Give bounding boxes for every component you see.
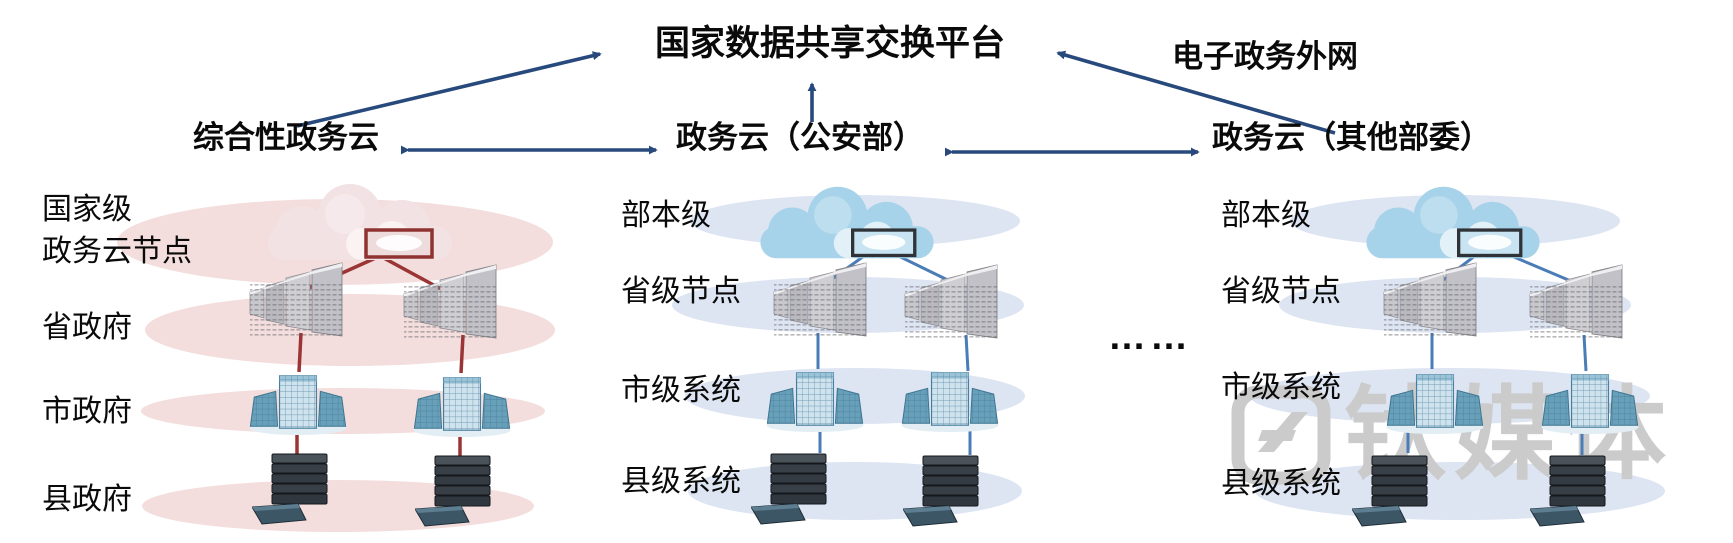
platform-arrows	[296, 50, 1336, 157]
building-server-icon	[412, 377, 512, 438]
middle-level2-label: 省级节点	[621, 275, 741, 308]
watermark-logo-icon	[1231, 385, 1331, 485]
right-cluster-title: 政务云（其他部委）	[1212, 120, 1491, 155]
mainframe-server-icon	[1383, 262, 1477, 337]
left-level1-label-line2: 政务云节点	[42, 235, 192, 268]
left-cluster-title: 综合性政务云	[193, 120, 379, 155]
ellipsis-more-clusters: ……	[1108, 316, 1192, 358]
right-level4-label: 县级系统	[1221, 467, 1341, 500]
left-level3-label: 市政府	[42, 395, 132, 428]
mainframe-server-icon	[1529, 264, 1623, 339]
watermark-logo-bar	[1258, 430, 1296, 441]
middle-level1-label: 部本级	[621, 199, 711, 232]
building-server-icon	[248, 375, 348, 436]
left-level1-label-line1: 国家级	[42, 193, 132, 226]
cloud-icon	[266, 182, 454, 262]
right-level2-label: 省级节点	[1221, 275, 1341, 308]
mainframe-server-icon	[904, 264, 998, 339]
arrow-extranet-to-platform	[1056, 50, 1336, 135]
extranet-label: 电子政务外网	[1172, 39, 1358, 74]
city-systems	[248, 372, 1640, 438]
middle-level4-label: 县级系统	[621, 465, 741, 498]
left-level4-label: 县政府	[42, 483, 132, 516]
county-systems	[252, 453, 1606, 527]
page-title: 国家数据共享交换平台	[655, 24, 1006, 63]
left-level2-label: 省政府	[42, 311, 132, 344]
middle-level3-label: 市级系统	[621, 374, 741, 407]
middle-cluster-title: 政务云（公安部）	[676, 120, 924, 155]
right-level3-label: 市级系统	[1221, 371, 1341, 404]
right-level1-label: 部本级	[1221, 199, 1311, 232]
mainframe-server-icon	[773, 262, 867, 337]
arrow-left-to-platform	[296, 51, 602, 128]
